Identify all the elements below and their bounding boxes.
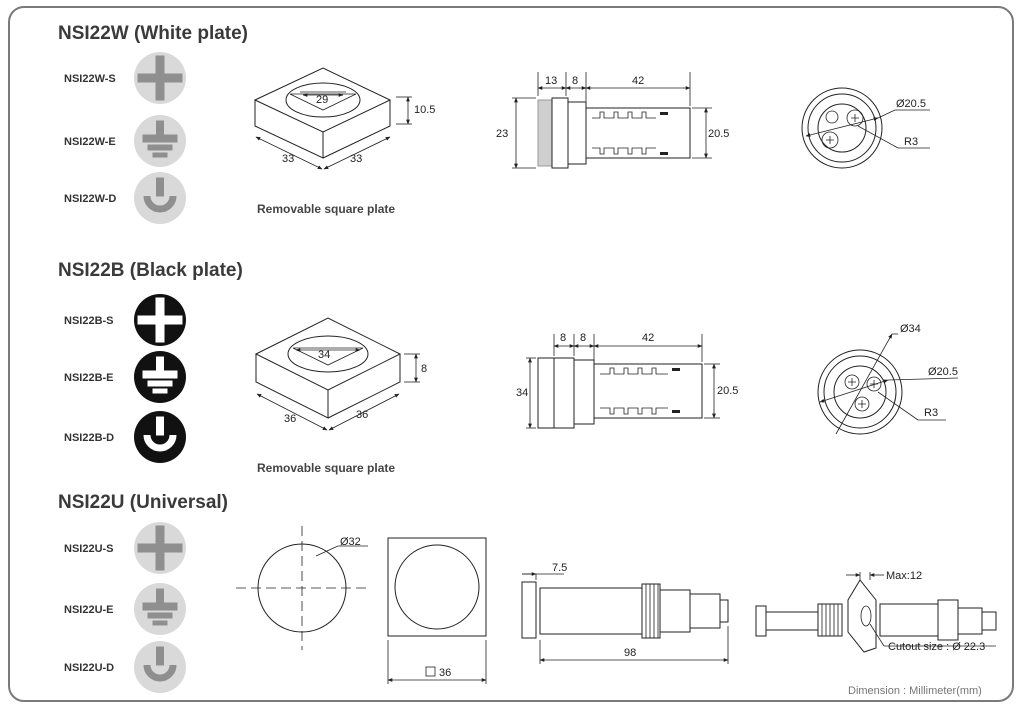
d-symbol-icon xyxy=(134,411,186,463)
code-label: NSI22W-D xyxy=(64,193,116,205)
dim-label: 8 xyxy=(560,332,566,344)
dim-label: 42 xyxy=(632,75,644,87)
universal-mount-view: Max:12 Cutout size : Ø 22.3 xyxy=(755,570,997,653)
dim-label: 7.5 xyxy=(552,562,567,574)
black-plate-drawing: 34 8 36 36 xyxy=(254,317,427,431)
dim-label: 8 xyxy=(580,332,586,344)
dim-label: 13 xyxy=(545,75,557,87)
code-label: NSI22W-E xyxy=(64,136,116,148)
dim-label: R3 xyxy=(924,407,938,419)
earth-symbol-icon xyxy=(134,583,186,635)
code-label: NSI22B-E xyxy=(64,372,114,384)
units-footnote: Dimension : Millimeter(mm) xyxy=(848,685,982,697)
section-title-universal: NSI22U (Universal) xyxy=(58,492,228,513)
dim-label: Ø20.5 xyxy=(896,98,926,110)
cross-symbol-icon xyxy=(134,522,186,574)
dim-label: Ø32 xyxy=(340,536,361,548)
code-label: NSI22B-S xyxy=(64,315,114,327)
dim-label: Ø20.5 xyxy=(928,366,958,378)
code-label: NSI22W-S xyxy=(64,73,116,85)
code-label: NSI22U-E xyxy=(64,604,114,616)
dim-label: 42 xyxy=(642,332,654,344)
dim-label: 36 xyxy=(284,413,296,425)
dim-label: 20.5 xyxy=(717,385,738,397)
plate-caption: Removable square plate xyxy=(257,461,395,475)
dim-label: 33 xyxy=(282,153,294,165)
code-label: NSI22U-D xyxy=(64,662,114,674)
dim-label: 20.5 xyxy=(708,128,729,140)
white-plate-drawing: 29 10.5 33 33 xyxy=(253,67,435,170)
plate-caption: Removable square plate xyxy=(257,202,395,216)
dim-label: 8 xyxy=(572,75,578,87)
black-side-view: 8 8 42 34 20.5 xyxy=(516,332,738,429)
dim-label: 8 xyxy=(421,363,427,375)
cross-symbol-icon xyxy=(134,294,186,346)
cross-symbol-icon xyxy=(134,52,186,104)
universal-circle-view: Ø32 xyxy=(236,526,368,650)
dim-label: 33 xyxy=(350,153,362,165)
dim-label: Max:12 xyxy=(886,570,922,582)
dim-label: 23 xyxy=(496,128,508,140)
code-label: NSI22U-S xyxy=(64,543,114,555)
dim-label: 36 xyxy=(356,409,368,421)
code-label: NSI22B-D xyxy=(64,432,114,444)
d-symbol-icon xyxy=(134,172,186,224)
dim-label: 34 xyxy=(318,349,330,361)
dim-label: 34 xyxy=(516,387,528,399)
earth-symbol-icon xyxy=(134,351,186,403)
dim-label: 98 xyxy=(624,647,636,659)
dim-label: R3 xyxy=(904,136,918,148)
dim-label: 29 xyxy=(316,94,328,106)
black-rear-view: Ø34 Ø20.5 R3 xyxy=(817,323,959,435)
white-side-view: 13 8 42 23 20.5 xyxy=(496,72,729,169)
d-symbol-icon xyxy=(134,641,186,693)
dim-label: Ø34 xyxy=(900,323,921,335)
earth-symbol-icon xyxy=(134,115,186,167)
universal-square-view: 36 xyxy=(387,537,487,684)
white-rear-view: Ø20.5 R3 xyxy=(801,87,930,169)
dim-label: Cutout size : Ø 22.3 xyxy=(888,641,985,653)
dim-label: 36 xyxy=(439,667,451,679)
frame-border xyxy=(8,6,1014,702)
universal-side-view: 7.5 98 xyxy=(521,562,729,664)
dim-label: 10.5 xyxy=(414,104,435,116)
section-title-white: NSI22W (White plate) xyxy=(58,23,248,44)
section-title-black: NSI22B (Black plate) xyxy=(58,260,243,281)
